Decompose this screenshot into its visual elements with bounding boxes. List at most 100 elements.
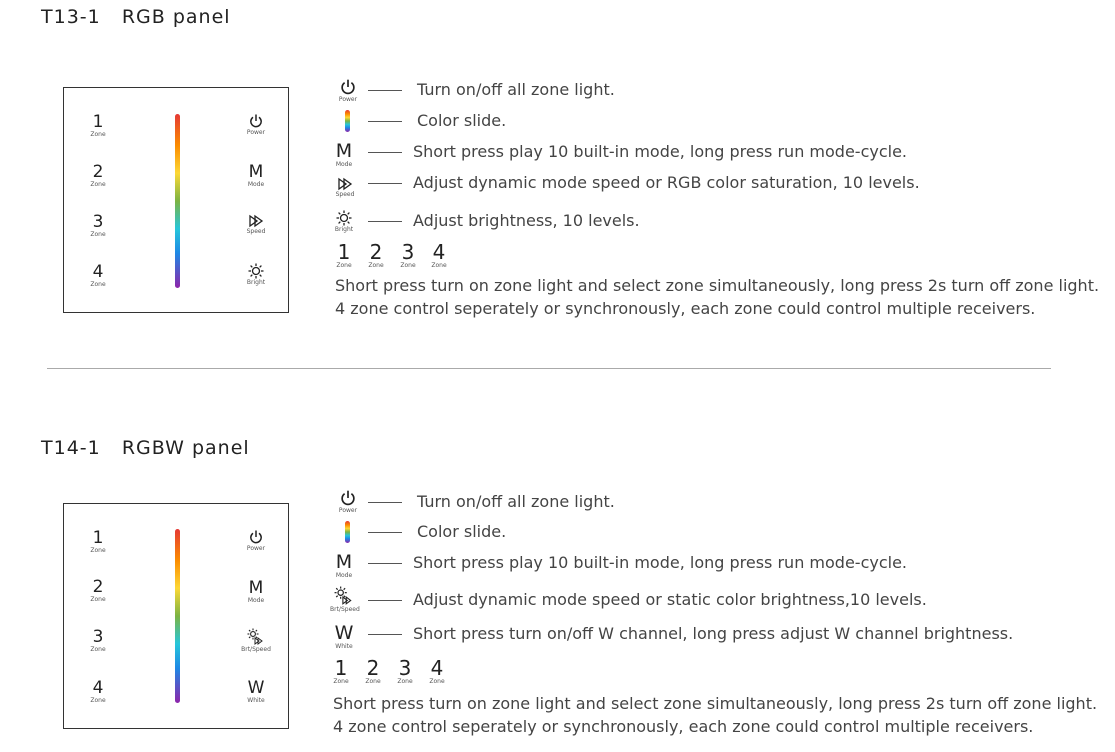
- brightness-label: Bright: [246, 279, 266, 286]
- zone-note-1: Short press turn on zone light and selec…: [333, 694, 1098, 713]
- legend-mode-label: Mode: [335, 572, 353, 579]
- leader-line: [368, 532, 402, 533]
- zone-1-button[interactable]: 1 Zone: [78, 113, 118, 139]
- legend-zone-3-label: Zone: [397, 678, 413, 685]
- brightness-icon: [248, 263, 264, 279]
- legend-zone-1-number: 1: [334, 656, 348, 680]
- zone-1-number: 1: [92, 112, 104, 132]
- leader-line: [368, 90, 402, 91]
- mode-button[interactable]: M Mode: [236, 163, 276, 189]
- zone-3-button[interactable]: 3 Zone: [78, 213, 118, 239]
- legend-speed-label: Speed: [335, 191, 355, 198]
- brightness-speed-button[interactable]: Brt/Speed: [236, 628, 276, 654]
- legend-zone-4-number: 4: [432, 240, 446, 264]
- zone-4-label: Zone: [90, 281, 106, 288]
- legend-zone-3-number: 3: [398, 656, 412, 680]
- color-slide-bar[interactable]: [175, 114, 180, 288]
- leader-line: [368, 183, 402, 184]
- zone-3-label: Zone: [90, 231, 106, 238]
- brightness-icon: [336, 210, 352, 226]
- zone-1-label: Zone: [90, 547, 106, 554]
- legend-mode-label: Mode: [335, 161, 353, 168]
- rgbw-panel: 1 Zone 2 Zone 3 Zone 4 Zone Power M Mode: [63, 503, 289, 729]
- power-button[interactable]: Power: [236, 113, 276, 137]
- legend-power-desc: Turn on/off all zone light.: [417, 492, 615, 511]
- rgb-panel: 1 Zone 2 Zone 3 Zone 4 Zone Power M Mode…: [63, 87, 289, 313]
- legend-power-desc: Turn on/off all zone light.: [417, 80, 615, 99]
- legend-zone-1: 1 Zone: [328, 658, 354, 686]
- power-icon: [341, 79, 355, 95]
- legend-zone-4-label: Zone: [431, 262, 447, 269]
- legend-color-slide-desc: Color slide.: [417, 111, 507, 130]
- legend-zone-4-number: 4: [430, 656, 444, 680]
- zone-note-2: 4 zone control seperately or synchronous…: [333, 717, 1034, 736]
- zone-4-label: Zone: [90, 697, 106, 704]
- legend-zone-1: 1 Zone: [331, 242, 357, 270]
- leader-line: [368, 221, 402, 222]
- zone-2-button[interactable]: 2 Zone: [78, 163, 118, 189]
- legend-zone-2: 2 Zone: [363, 242, 389, 270]
- legend-zone-3-number: 3: [401, 240, 415, 264]
- legend-zone-3: 3 Zone: [395, 242, 421, 270]
- legend-brightness: Bright: [330, 210, 358, 234]
- legend-white: W White: [330, 623, 358, 651]
- zone-note-2: 4 zone control seperately or synchronous…: [335, 299, 1036, 318]
- leader-line: [368, 600, 402, 601]
- zone-3-button[interactable]: 3 Zone: [78, 628, 118, 654]
- legend-zone-3: 3 Zone: [392, 658, 418, 686]
- speed-button[interactable]: Speed: [236, 214, 276, 236]
- power-icon: [250, 114, 262, 128]
- zone-2-button[interactable]: 2 Zone: [78, 578, 118, 604]
- color-slide-bar[interactable]: [175, 529, 180, 703]
- zone-4-number: 4: [92, 262, 104, 282]
- zone-2-label: Zone: [90, 181, 106, 188]
- legend-zone-1-label: Zone: [336, 262, 352, 269]
- legend-white-label: White: [335, 643, 353, 650]
- legend-zone-2-number: 2: [366, 656, 380, 680]
- zone-3-number: 3: [92, 627, 104, 647]
- legend-zone-3-label: Zone: [400, 262, 416, 269]
- leader-line: [368, 502, 402, 503]
- legend-zone-1-number: 1: [337, 240, 351, 264]
- legend-zone-2-label: Zone: [365, 678, 381, 685]
- legend-zone-2-number: 2: [369, 240, 383, 264]
- speed-icon: [338, 177, 353, 191]
- legend-power: Power: [334, 489, 362, 515]
- leader-line: [368, 563, 402, 564]
- legend-white-letter: W: [334, 622, 354, 644]
- white-button[interactable]: W White: [236, 679, 276, 705]
- legend-white-desc: Short press turn on/off W channel, long …: [413, 624, 1014, 643]
- legend-color-slide: [334, 521, 362, 543]
- leader-line: [368, 634, 402, 635]
- zone-3-number: 3: [92, 212, 104, 232]
- power-button[interactable]: Power: [236, 529, 276, 553]
- legend-zone-2: 2 Zone: [360, 658, 386, 686]
- zone-3-label: Zone: [90, 646, 106, 653]
- legend-zone-4: 4 Zone: [426, 242, 452, 270]
- brightness-speed-icon: [247, 628, 263, 645]
- brightness-button[interactable]: Bright: [236, 263, 276, 287]
- section-title-t14: T14-1 RGBW panel: [41, 437, 250, 459]
- legend-mode-letter: M: [335, 140, 353, 162]
- power-label: Power: [246, 129, 266, 136]
- zone-1-label: Zone: [90, 131, 106, 138]
- legend-mode: M Mode: [330, 141, 358, 169]
- power-icon: [250, 530, 262, 544]
- legend-brightness-desc: Adjust brightness, 10 levels.: [413, 211, 640, 230]
- legend-speed: Speed: [331, 177, 359, 199]
- legend-brightness-speed-desc: Adjust dynamic mode speed or static colo…: [413, 590, 927, 609]
- mode-letter: M: [248, 162, 264, 182]
- zone-4-button[interactable]: 4 Zone: [78, 679, 118, 705]
- mode-button[interactable]: M Mode: [236, 579, 276, 605]
- mode-label: Mode: [247, 181, 265, 188]
- legend-color-slide-desc: Color slide.: [417, 522, 507, 541]
- zone-1-button[interactable]: 1 Zone: [78, 529, 118, 555]
- zone-4-button[interactable]: 4 Zone: [78, 263, 118, 289]
- zone-2-number: 2: [92, 162, 104, 182]
- brightness-speed-icon: [334, 586, 352, 605]
- legend-zone-4: 4 Zone: [424, 658, 450, 686]
- legend-zone-4-label: Zone: [429, 678, 445, 685]
- zone-4-number: 4: [92, 678, 104, 698]
- legend-brightness-label: Bright: [334, 226, 354, 233]
- mode-label: Mode: [247, 597, 265, 604]
